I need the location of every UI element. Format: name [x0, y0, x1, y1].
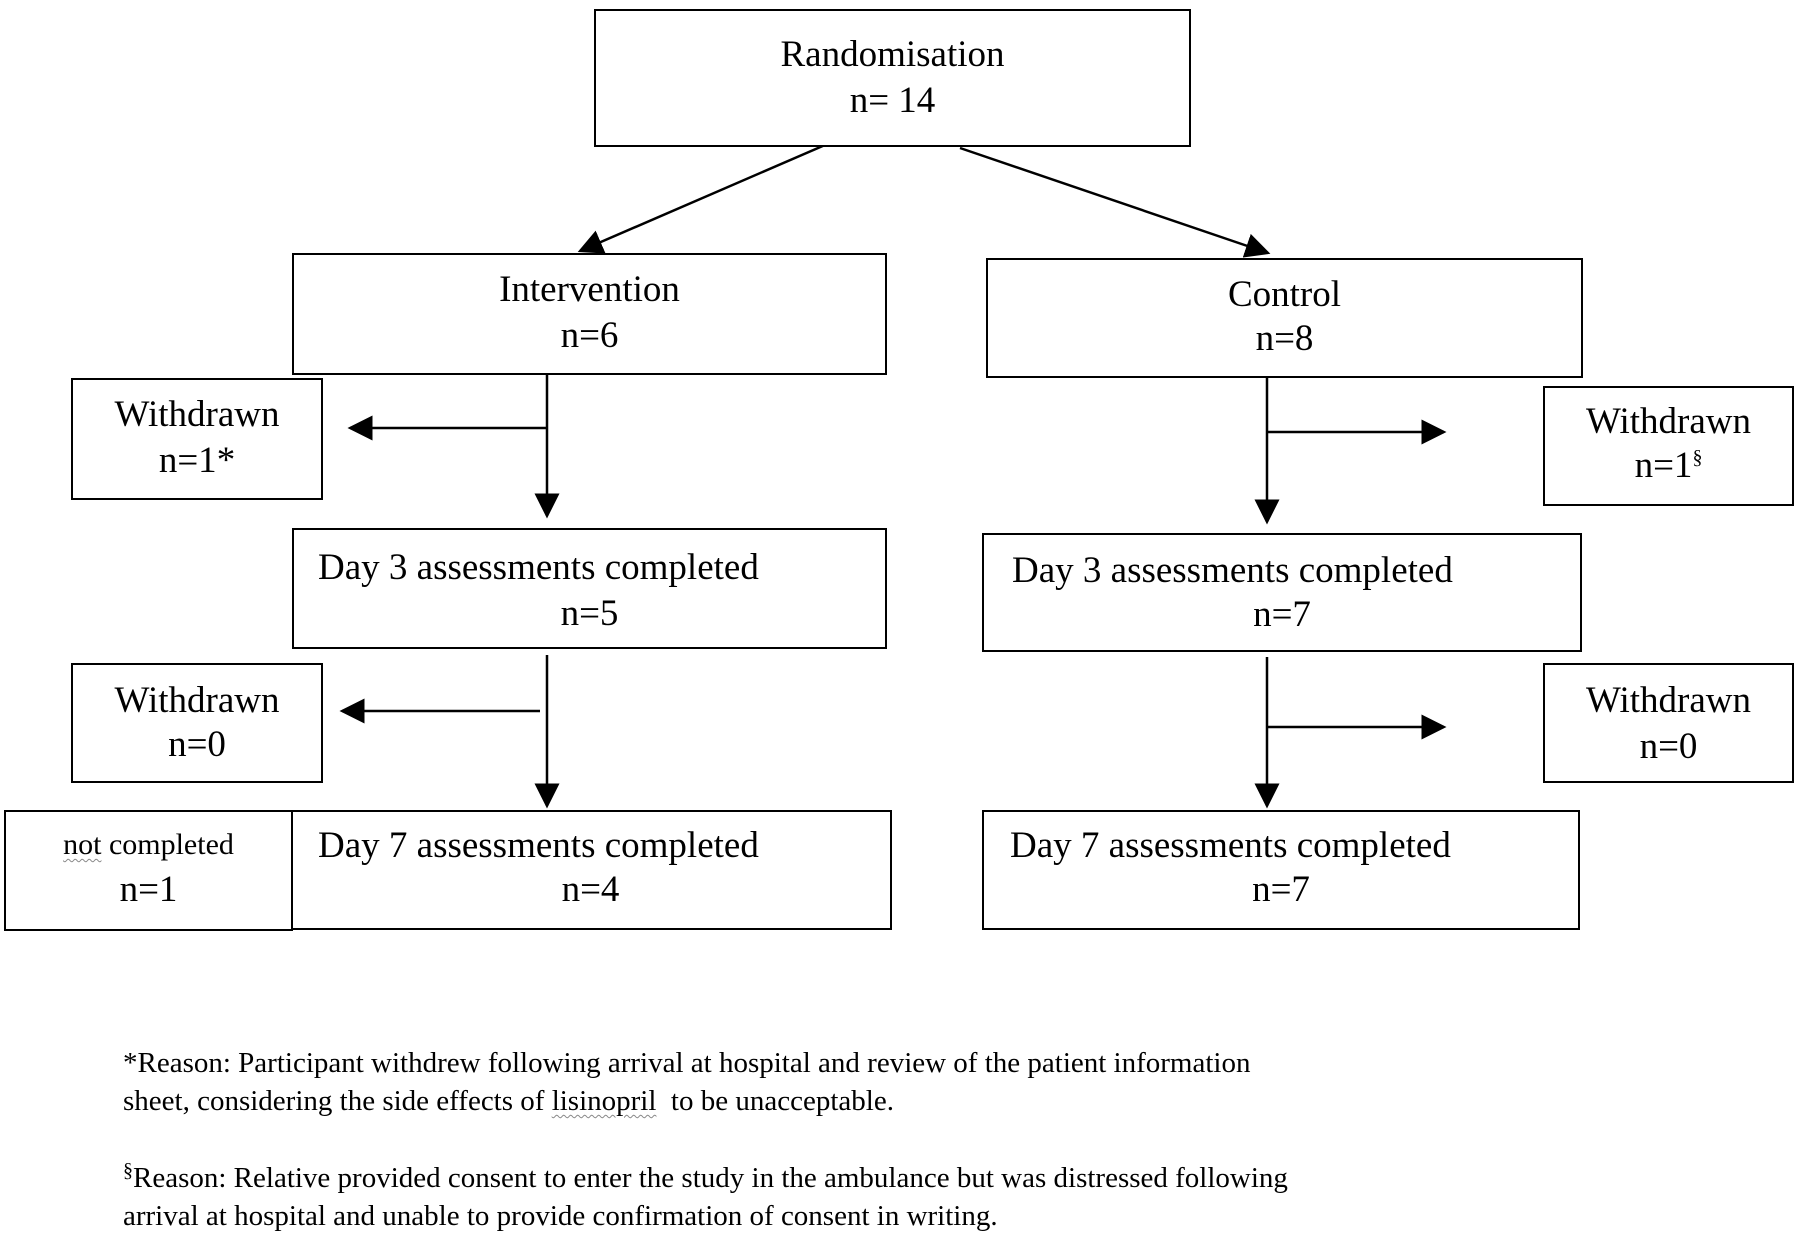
randomisation-box: Randomisation n= 14 — [594, 9, 1191, 147]
intervention-withdrawn-n: n=1 — [158, 440, 217, 481]
control-box: Control n=8 — [986, 258, 1583, 378]
intervention-day3-label: Day 3 assessments completed — [318, 547, 759, 588]
randomisation-count: n= 14 — [849, 80, 936, 121]
control-day7-box: Day 7 assessments completed n=7 — [982, 810, 1580, 930]
control-withdrawn-box: Withdrawn n=1§ — [1543, 386, 1794, 506]
footnote-asterisk: *Reason: Participant withdrew following … — [123, 1044, 1763, 1120]
intervention-day3-count: n=5 — [560, 593, 619, 634]
control-day7-count: n=7 — [1252, 869, 1310, 910]
intervention-day3-box: Day 3 assessments completed n=5 — [292, 528, 887, 649]
not-completed-box: not completed n=1 — [4, 810, 293, 931]
control-withdrawn-count: n=1§ — [1545, 444, 1792, 488]
drug-name: lisinopril — [551, 1085, 657, 1117]
control-withdrawn-2-box: Withdrawn n=0 — [1543, 663, 1794, 783]
intervention-count: n=6 — [560, 315, 619, 356]
intervention-day7-box: Day 7 assessments completed n=4 — [285, 810, 892, 930]
footnote-section: §Reason: Relative provided consent to en… — [123, 1159, 1763, 1235]
footnote-section-text-2: arrival at hospital and unable to provid… — [123, 1200, 998, 1232]
control-day3-count: n=7 — [1253, 594, 1311, 635]
control-withdrawn-2-label: Withdrawn — [1586, 680, 1751, 721]
intervention-withdrawn-box: Withdrawn n=1* — [71, 378, 323, 500]
control-day3-box: Day 3 assessments completed n=7 — [982, 533, 1582, 652]
completed-word: completed — [101, 828, 234, 861]
section-marker: § — [1692, 446, 1703, 469]
intervention-box: Intervention n=6 — [292, 253, 887, 375]
footnote-section-text-1: Reason: Relative provided consent to ent… — [133, 1162, 1288, 1194]
control-count: n=8 — [1255, 318, 1314, 359]
not-word: not — [63, 828, 102, 861]
intervention-withdrawn-2-box: Withdrawn n=0 — [71, 663, 323, 783]
footnote-asterisk-marker: * — [123, 1047, 138, 1079]
intervention-withdrawn-label: Withdrawn — [114, 394, 280, 435]
intervention-day7-count: n=4 — [561, 869, 620, 910]
asterisk-marker: * — [216, 440, 236, 481]
footnote-section-line-1: §Reason: Relative provided consent to en… — [123, 1159, 1763, 1197]
randomisation-label: Randomisation — [780, 34, 1005, 75]
footnote-asterisk-text-2a: sheet, considering the side effects of — [123, 1085, 552, 1117]
control-label: Control — [1227, 274, 1342, 315]
intervention-withdrawn-2-label: Withdrawn — [114, 680, 280, 721]
control-withdrawn-label: Withdrawn — [1586, 401, 1751, 442]
control-day3-label: Day 3 assessments completed — [1012, 550, 1453, 591]
intervention-withdrawn-count: n=1* — [73, 439, 321, 483]
intervention-withdrawn-2-count: n=0 — [168, 724, 226, 765]
control-withdrawn-n: n=1 — [1634, 445, 1693, 486]
footnote-asterisk-line-2: sheet, considering the side effects of l… — [123, 1082, 1763, 1120]
arrow-randomisation-to-intervention — [577, 143, 826, 254]
control-day7-label: Day 7 assessments completed — [1010, 825, 1451, 866]
control-withdrawn-2-count: n=0 — [1639, 726, 1698, 767]
not-completed-label: not completed — [6, 826, 291, 864]
footnote-asterisk-line-1: *Reason: Participant withdrew following … — [123, 1044, 1763, 1082]
footnote-asterisk-text-2b: to be unacceptable. — [656, 1085, 894, 1117]
arrow-randomisation-to-control — [959, 146, 1271, 258]
footnote-section-marker: § — [123, 1159, 133, 1182]
intervention-label: Intervention — [499, 269, 680, 310]
not-completed-count: n=1 — [119, 869, 178, 910]
intervention-day7-label: Day 7 assessments completed — [318, 825, 759, 866]
footnote-asterisk-text-1: Reason: Participant withdrew following a… — [137, 1047, 1251, 1079]
